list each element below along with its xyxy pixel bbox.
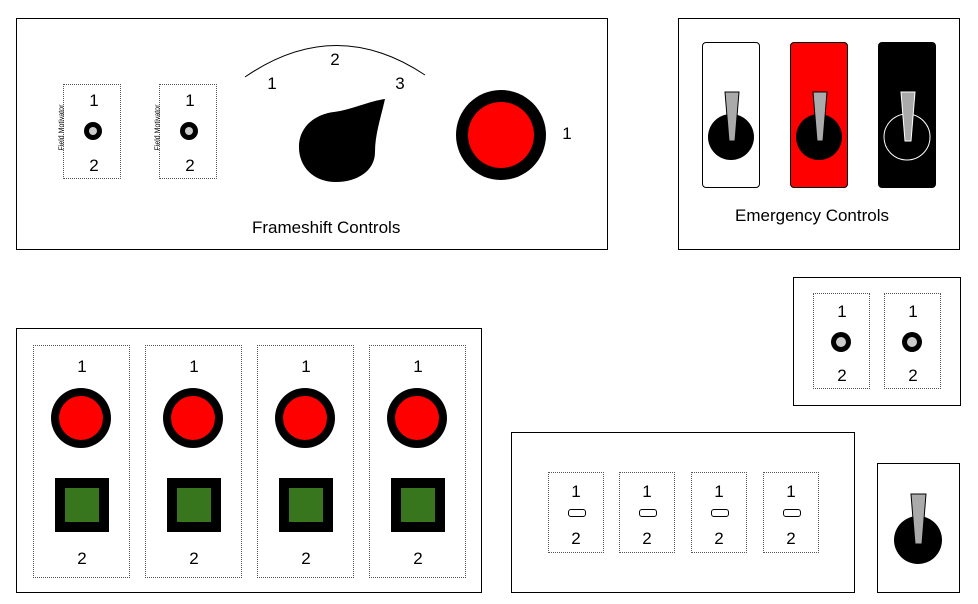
toggle-4-switch[interactable] <box>783 509 801 517</box>
motivator-2-bottom-label: 2 <box>185 156 195 175</box>
toggle-3-top-label: 1 <box>714 482 724 501</box>
toggle-1-top-label: 1 <box>571 482 581 501</box>
key-switch-panel <box>877 463 960 593</box>
emergency-switch-white[interactable] <box>702 42 760 188</box>
slot-2-red-button[interactable] <box>163 388 223 448</box>
dial-label-1: 1 <box>267 74 277 93</box>
dial-knob <box>298 99 385 182</box>
frameshift-panel: 1 2 Field Motivator 1 2 Field Motivator … <box>16 18 608 250</box>
button-slot-1: 1 2 <box>33 345 130 578</box>
small-slot-2-bottom-label: 2 <box>908 366 918 385</box>
toggle-4-bottom-label: 2 <box>786 529 796 548</box>
small-knob-slot-2: 1 2 <box>884 293 941 389</box>
toggle-1-bottom-label: 2 <box>571 529 581 548</box>
toggle-1-switch[interactable] <box>568 509 586 517</box>
slot-1-top-label: 1 <box>77 357 87 376</box>
frameshift-big-button[interactable] <box>456 90 546 180</box>
frameshift-panel-title: Frameshift Controls <box>252 218 401 237</box>
slot-3-green-button[interactable] <box>279 478 333 532</box>
small-slot-2-top-label: 1 <box>908 302 918 321</box>
small-slot-1-top-label: 1 <box>837 302 847 321</box>
slot-4-red-button[interactable] <box>387 388 447 448</box>
toggle-slot-3: 1 2 <box>691 472 747 553</box>
motivator-1-top-label: 1 <box>89 91 99 110</box>
toggle-slot-4: 1 2 <box>763 472 819 553</box>
emergency-panel-title: Emergency Controls <box>735 206 890 225</box>
toggle-4-top-label: 1 <box>786 482 796 501</box>
toggle-2-bottom-label: 2 <box>642 529 652 548</box>
toggle-2-switch[interactable] <box>639 509 657 517</box>
motivator-1-bottom-label: 2 <box>89 156 99 175</box>
selector-dial[interactable] <box>17 19 609 251</box>
big-button-label: 1 <box>562 124 572 143</box>
small-slot-2-knob[interactable] <box>902 332 922 352</box>
small-knob-panel: 1 2 1 2 <box>793 277 961 406</box>
emergency-switch-red[interactable] <box>790 42 848 188</box>
slot-3-bottom-label: 2 <box>301 549 311 568</box>
toggle-3-bottom-label: 2 <box>714 529 724 548</box>
toggle-2-top-label: 1 <box>642 482 652 501</box>
dial-label-2: 2 <box>330 50 340 69</box>
slot-4-green-button[interactable] <box>391 478 445 532</box>
emergency-switch-black[interactable] <box>878 42 936 188</box>
key-switch[interactable] <box>878 464 961 594</box>
toggle-3-switch[interactable] <box>711 509 729 517</box>
button-slot-3: 1 2 <box>257 345 354 578</box>
button-slot-4: 1 2 <box>369 345 466 578</box>
slot-3-top-label: 1 <box>301 357 311 376</box>
button-bank-panel: 1 2 1 2 1 2 1 <box>16 328 482 593</box>
slot-2-green-button[interactable] <box>167 478 221 532</box>
dial-arc <box>244 45 426 78</box>
small-slot-1-knob[interactable] <box>831 332 851 352</box>
slot-4-top-label: 1 <box>413 357 423 376</box>
slot-2-bottom-label: 2 <box>189 549 199 568</box>
slot-4-bottom-label: 2 <box>413 549 423 568</box>
button-slot-2: 1 2 <box>145 345 242 578</box>
dial-label-3: 3 <box>395 74 405 93</box>
slot-1-red-button[interactable] <box>51 388 111 448</box>
motivator-2-knob[interactable] <box>180 122 198 140</box>
small-knob-slot-1: 1 2 <box>813 293 870 389</box>
field-motivator-2: 1 2 Field Motivator <box>155 84 217 179</box>
emergency-panel: Emergency Controls <box>678 18 960 250</box>
motivator-2-top-label: 1 <box>185 91 195 110</box>
toggle-slot-2: 1 2 <box>619 472 675 553</box>
toggle-slot-1: 1 2 <box>548 472 604 553</box>
motivator-1-knob[interactable] <box>84 122 102 140</box>
slot-1-green-button[interactable] <box>55 478 109 532</box>
slot-3-red-button[interactable] <box>275 388 335 448</box>
slot-1-bottom-label: 2 <box>77 549 87 568</box>
toggle-bank-panel: 1 2 1 2 1 2 1 2 <box>511 432 855 593</box>
slot-2-top-label: 1 <box>189 357 199 376</box>
field-motivator-1: 1 2 Field Motivator <box>59 84 121 179</box>
small-slot-1-bottom-label: 2 <box>837 366 847 385</box>
